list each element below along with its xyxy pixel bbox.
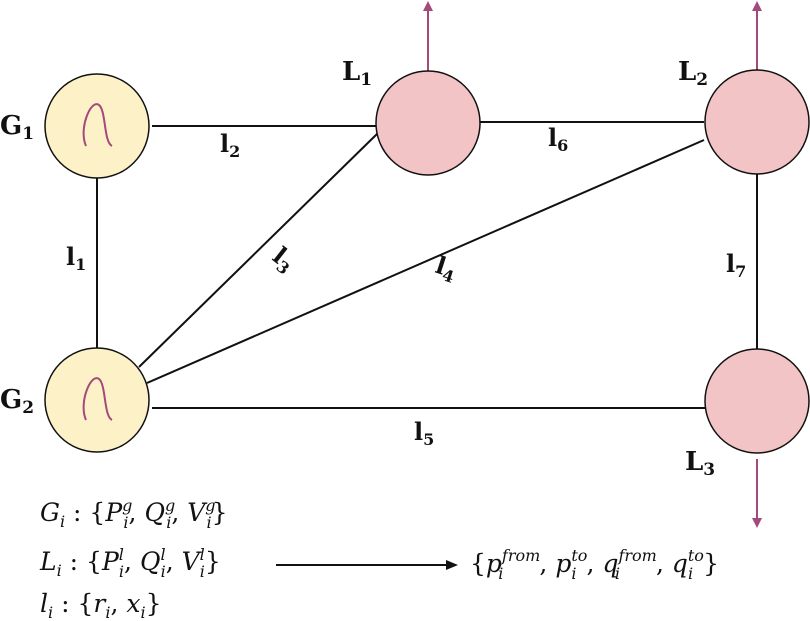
node-label-G1: G1 [0,111,34,144]
generator-circle [44,73,150,179]
line-label-l7: l7 [726,249,746,281]
generator-G1 [44,73,150,179]
line-label-l4: l4 [431,250,460,287]
node-label-L1: L1 [342,57,372,90]
line-label-l6: l6 [548,123,568,155]
load-bus-L3 [704,348,810,454]
load-bus-L2 [704,69,810,175]
sine-wave-icon [82,377,113,421]
line-l3 [138,132,379,368]
line-label-l1: l1 [66,242,86,274]
legend-line-params: li : {ri, xi} [40,589,161,621]
node-label-L2: L2 [678,57,708,90]
node-label-L3: L3 [685,447,715,480]
load-bus-L1 [375,70,481,176]
line-label-l5: l5 [414,417,434,449]
sine-wave-icon [82,103,113,147]
node-label-G2: G2 [0,385,34,418]
generator-circle [44,347,150,453]
generator-G2 [44,347,150,453]
line-label-l3: l3 [265,241,301,279]
line-l4 [146,139,705,384]
line-label-l2: l2 [220,129,240,161]
